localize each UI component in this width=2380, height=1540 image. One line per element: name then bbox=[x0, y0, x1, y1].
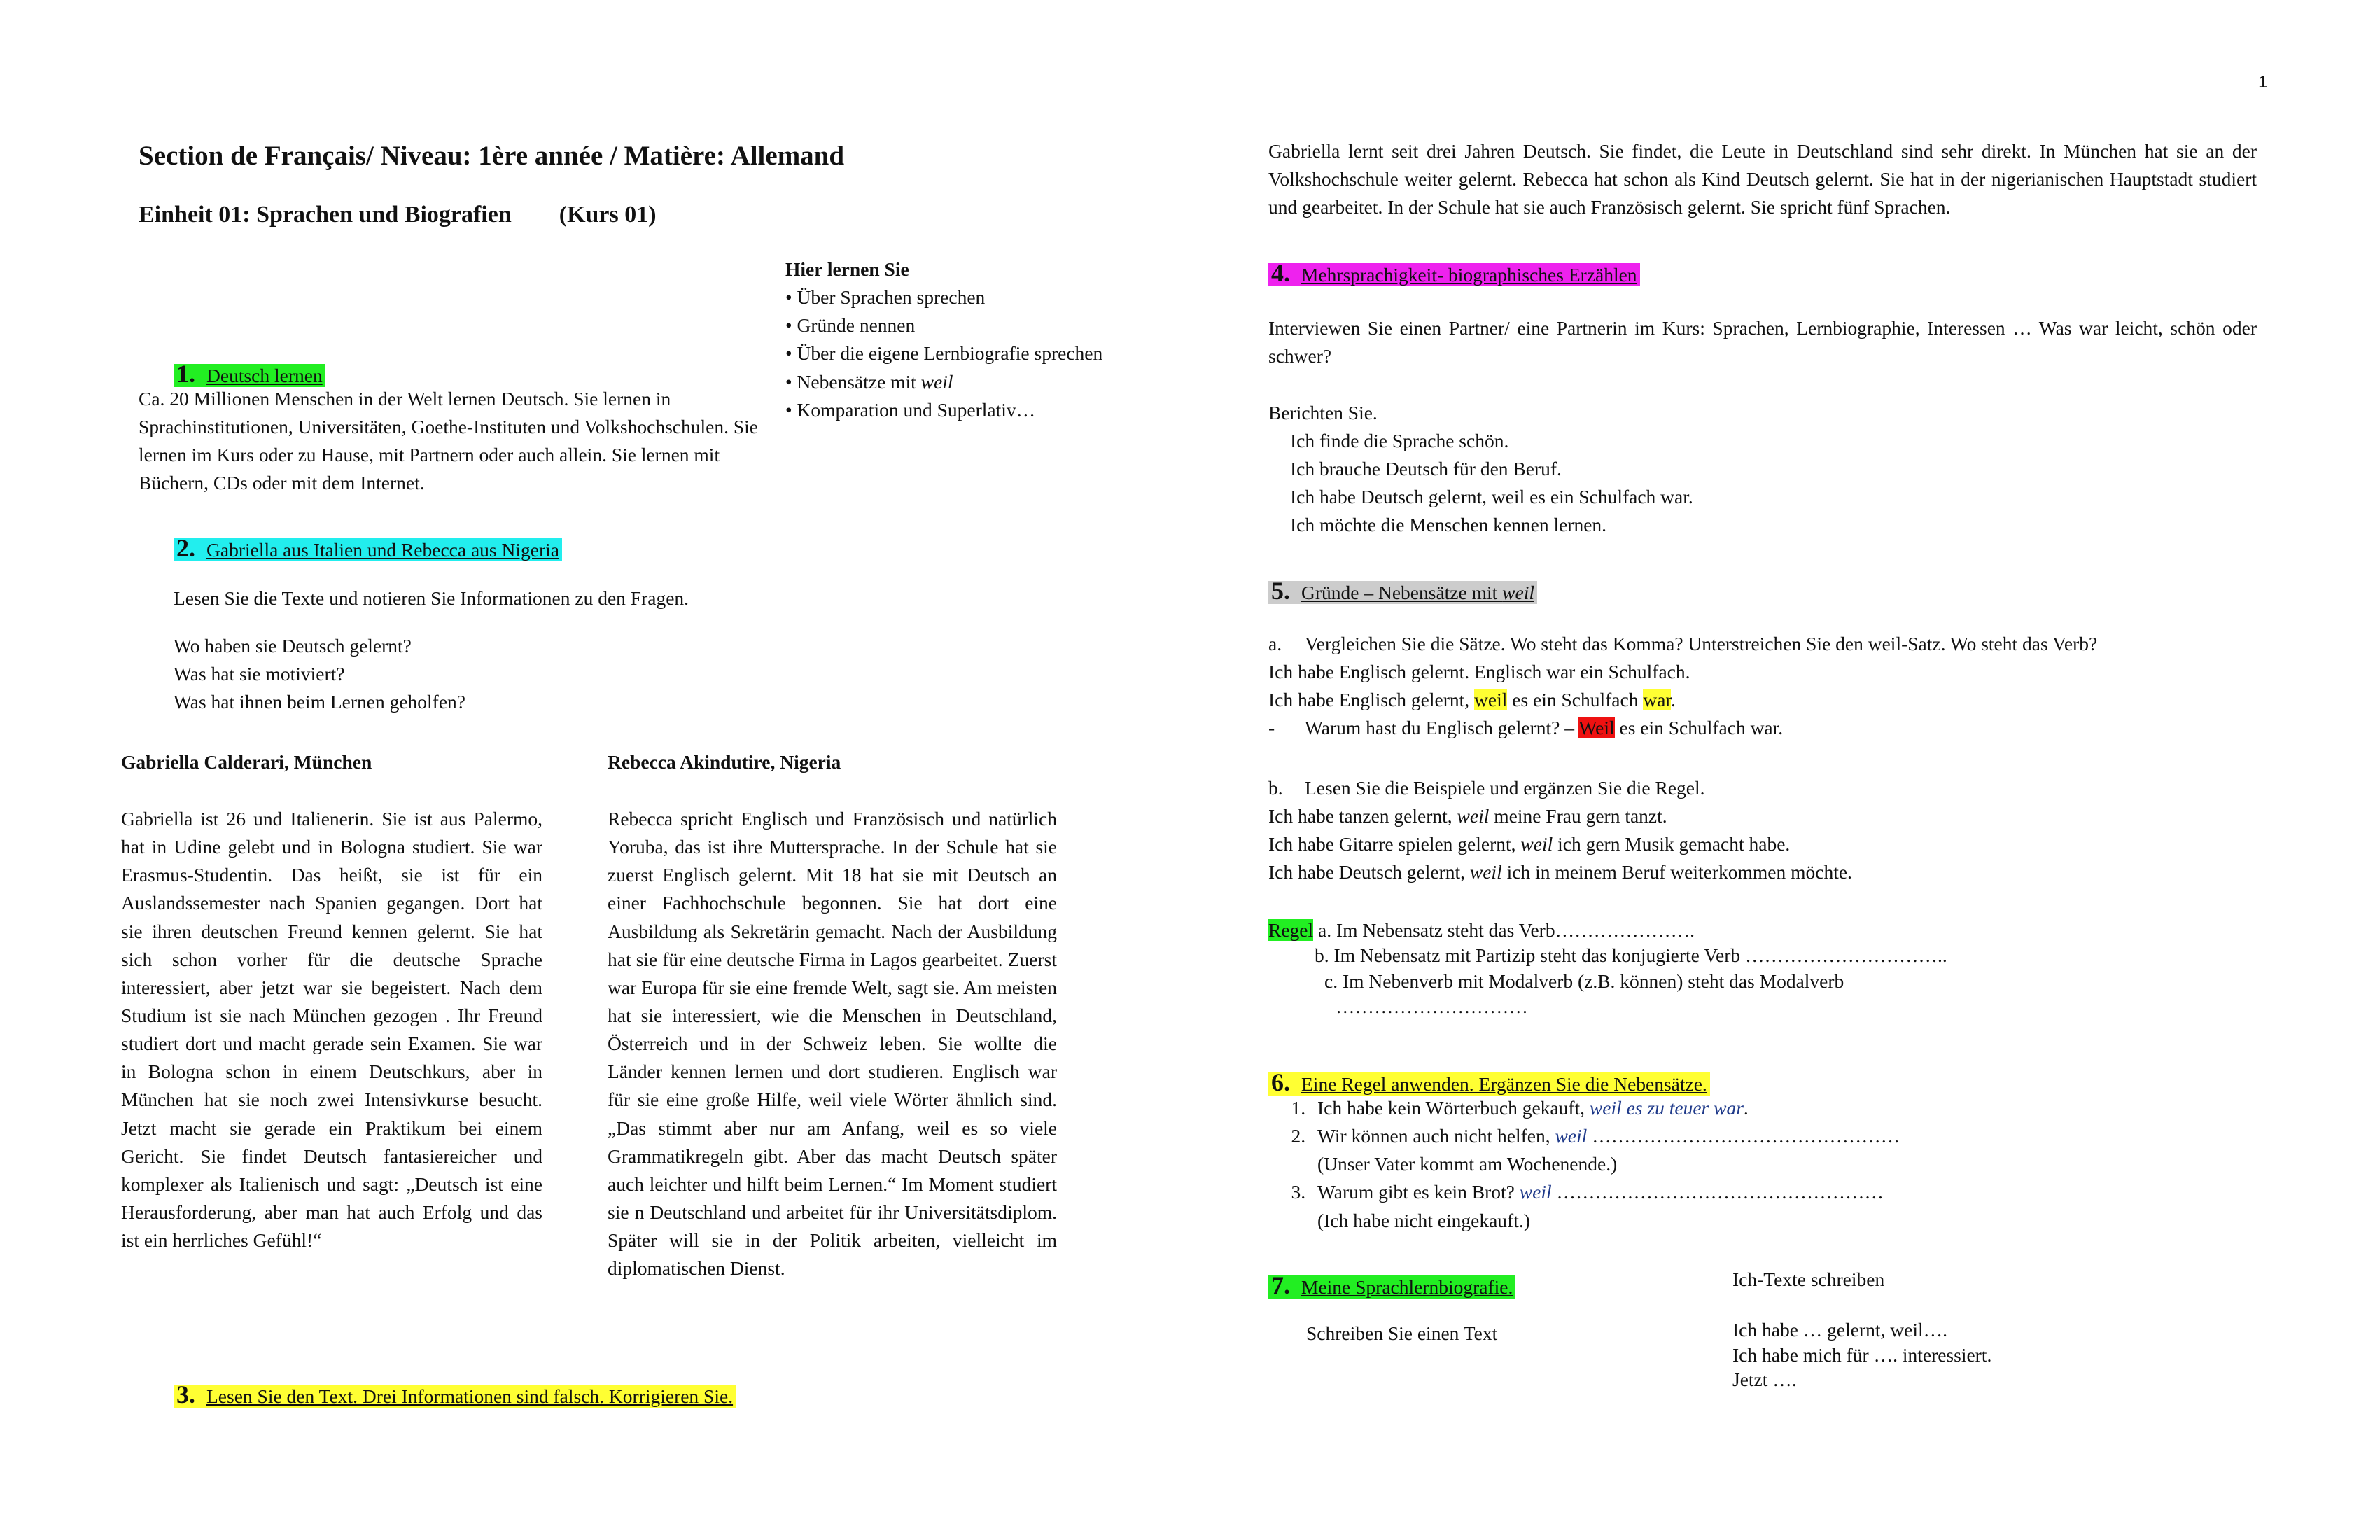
example-sentence: Ich habe Deutsch gelernt, weil es ein Sc… bbox=[1290, 486, 1693, 508]
section-5-part-b: b.Lesen Sie die Beispiele und ergänzen S… bbox=[1268, 774, 2262, 887]
ich-texte-line: Jetzt …. bbox=[1732, 1368, 1797, 1391]
question: Was hat ihnen beim Lernen geholfen? bbox=[174, 691, 465, 713]
exercise-item: Wir können auch nicht helfen, weil ……………… bbox=[1310, 1122, 2220, 1178]
exercise-item: Warum gibt es kein Brot? weil …………………………… bbox=[1310, 1178, 2220, 1234]
part-b-sentence: Ich habe Gitarre spielen gelernt, weil i… bbox=[1268, 833, 1791, 855]
goal-item: • Über Sprachen sprechen bbox=[785, 286, 986, 309]
section-6-heading: 6.Eine Regel anwenden. Ergänzen Sie die … bbox=[1268, 1064, 1710, 1101]
ich-texte-box: Ich-Texte schreiben Ich habe … gelernt, … bbox=[1732, 1267, 1991, 1392]
question: Wo haben sie Deutsch gelernt? bbox=[174, 635, 412, 657]
gabriella-heading: Gabriella Calderari, München bbox=[121, 751, 372, 773]
unit-subtitle: Einheit 01: Sprachen und Biografien (Kur… bbox=[139, 202, 657, 227]
rule-line-c: c. Im Nebenverb mit Modalverb (z.B. könn… bbox=[1324, 969, 1844, 992]
rule-label: Regel bbox=[1268, 919, 1314, 941]
page-title: Section de Français/ Niveau: 1ère année … bbox=[139, 141, 845, 171]
goal-item: • Komparation und Superlativ… bbox=[785, 398, 1036, 421]
rule-line-b: b. Im Nebensatz mit Partizip steht das k… bbox=[1315, 944, 1947, 967]
page-number: 1 bbox=[2258, 73, 2268, 92]
section-1-heading: 1.Deutsch lernen bbox=[174, 356, 326, 393]
rule-line-c-blank: ………………………… bbox=[1336, 995, 1528, 1017]
section-1-text: Ca. 20 Millionen Menschen in der Welt le… bbox=[139, 388, 758, 494]
section-2-heading: 2.Gabriella aus Italien und Rebecca aus … bbox=[174, 530, 562, 567]
rebecca-text: Rebecca spricht Englisch und Französisch… bbox=[608, 808, 1057, 1280]
section-7-instruction: Schreiben Sie einen Text bbox=[1306, 1322, 1498, 1344]
section-3-heading: 3.Lesen Sie den Text. Drei Informationen… bbox=[174, 1376, 736, 1413]
ich-texte-heading: Ich-Texte schreiben bbox=[1732, 1268, 1885, 1290]
learning-goals-heading: Hier lernen Sie bbox=[785, 258, 909, 280]
example-sentence: Ich möchte die Menschen kennen lernen. bbox=[1290, 514, 1607, 536]
section-5-part-a: a.Vergleichen Sie die Sätze. Wo steht da… bbox=[1268, 630, 2262, 743]
section-2-instruction: Lesen Sie die Texte und notieren Sie Inf… bbox=[174, 587, 690, 609]
part-a-sentence: -Warum hast du Englisch gelernt? – Weil … bbox=[1268, 717, 1784, 739]
gabriella-text: Gabriella ist 26 und Italienerin. Sie is… bbox=[121, 808, 542, 1252]
exercise-hint: (Unser Vater kommt am Wochenende.) bbox=[1317, 1153, 1618, 1175]
question: Was hat sie motiviert? bbox=[174, 663, 345, 685]
section-5-rule: Regel a. Im Nebensatz steht das Verb…………… bbox=[1268, 918, 2262, 1019]
section-7-heading: 7.Meine Sprachlernbiografie. bbox=[1268, 1267, 1516, 1304]
ich-texte-line: Ich habe … gelernt, weil…. bbox=[1732, 1318, 1947, 1340]
exercise-hint: (Ich habe nicht eingekauft.) bbox=[1317, 1209, 1530, 1231]
part-b-sentence: Ich habe Deutsch gelernt, weil ich in me… bbox=[1268, 861, 1852, 883]
example-sentence: Ich brauche Deutsch für den Beruf. bbox=[1290, 458, 1562, 480]
part-a-task: a.Vergleichen Sie die Sätze. Wo steht da… bbox=[1268, 633, 2098, 654]
rebecca-heading: Rebecca Akindutire, Nigeria bbox=[608, 751, 841, 773]
part-a-sentence: Ich habe Englisch gelernt, weil es ein S… bbox=[1268, 689, 1676, 711]
part-b-task: b.Lesen Sie die Beispiele und ergänzen S… bbox=[1268, 777, 1705, 799]
part-b-sentence: Ich habe tanzen gelernt, weil meine Frau… bbox=[1268, 805, 1667, 827]
correction-text: Gabriella lernt seit drei Jahren Deutsch… bbox=[1268, 140, 2257, 218]
goal-item: • Gründe nennen bbox=[785, 314, 916, 337]
goal-item: • Über die eigene Lernbiografie sprechen bbox=[785, 342, 1103, 365]
section-4-examples: Ich finde die Sprache schön. Ich brauche… bbox=[1290, 427, 1693, 540]
learning-goals: Hier lernen Sie • Über Sprachen sprechen… bbox=[785, 255, 1177, 424]
section-4-text: Interviewen Sie einen Partner/ eine Part… bbox=[1268, 317, 2257, 368]
part-a-sentence: Ich habe Englisch gelernt. Englisch war … bbox=[1268, 661, 1690, 683]
section-4-heading: 4.Mehrsprachigkeit- biographisches Erzäh… bbox=[1268, 255, 1640, 292]
example-sentence: Ich finde die Sprache schön. bbox=[1290, 430, 1509, 451]
exercise-item: Ich habe kein Wörterbuch gekauft, weil e… bbox=[1310, 1094, 2220, 1122]
learning-goals-list: • Über Sprachen sprechen • Gründe nennen… bbox=[785, 284, 1177, 424]
section-2-questions: Wo haben sie Deutsch gelernt? Was hat si… bbox=[174, 632, 465, 716]
rule-line-a: Regel a. Im Nebensatz steht das Verb…………… bbox=[1268, 919, 1695, 941]
goal-item: • Nebensätze mit weil bbox=[785, 370, 953, 393]
section-6-exercises: Ich habe kein Wörterbuch gekauft, weil e… bbox=[1268, 1094, 2220, 1235]
section-4-report-label: Berichten Sie. bbox=[1268, 402, 1378, 424]
section-5-heading: 5.Gründe – Nebensätze mit weil bbox=[1268, 573, 1537, 610]
ich-texte-line: Ich habe mich für …. interessiert. bbox=[1732, 1343, 1992, 1366]
